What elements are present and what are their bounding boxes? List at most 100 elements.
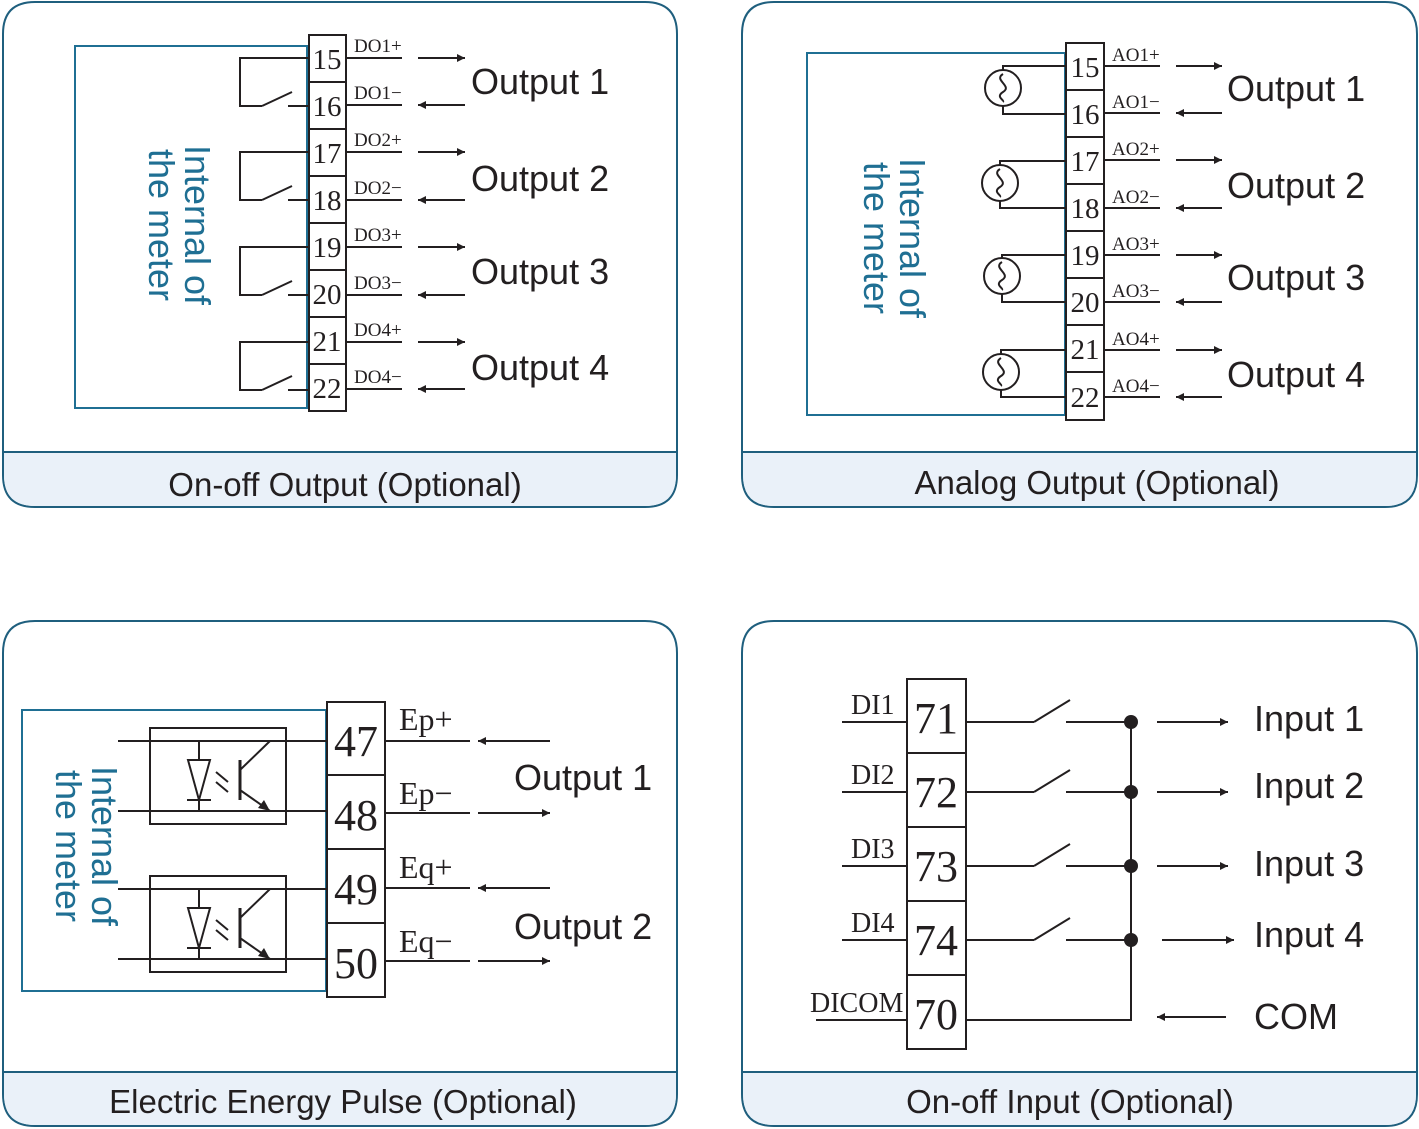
signal-label: DO1+ [354, 36, 402, 57]
terminal-number: 16 [313, 91, 342, 123]
terminal-number: 74 [914, 916, 958, 965]
terminal-19 [308, 222, 347, 271]
terminal-72 [906, 752, 967, 828]
optocoupler-1 [118, 727, 327, 825]
terminal-number: 47 [334, 717, 378, 766]
caption-bar [4, 1073, 676, 1125]
output-label: Output 2 [1227, 165, 1365, 206]
output-label: Output 2 [471, 158, 609, 199]
signal-label: AO4− [1112, 376, 1160, 397]
signal-label: DI4 [851, 908, 895, 939]
internal-label: Internal of the meter [856, 158, 933, 319]
signal-label: AO3+ [1112, 234, 1160, 255]
terminal-47 [326, 701, 386, 776]
current-source-4 [982, 349, 1066, 398]
signal-label: DICOM [810, 988, 903, 1019]
signal-label: DO2+ [354, 130, 402, 151]
caption-bar [743, 1073, 1416, 1125]
output-label: Output 1 [1227, 68, 1365, 109]
optocoupler-2 [118, 875, 327, 973]
terminal-number: 17 [313, 138, 342, 170]
internal-label-line-2: the meter [141, 149, 182, 301]
signal-label: DO1− [354, 83, 402, 104]
internal-label: Internal of the meter [48, 766, 125, 927]
terminal-number: 18 [313, 185, 342, 217]
signal-label: AO1− [1112, 92, 1160, 113]
panel-analog-output: Analog Output (Optional) Internal of the… [741, 1, 1418, 508]
terminal-number: 19 [313, 232, 342, 264]
terminal-number: 49 [334, 865, 378, 914]
internal-label: Internal of the meter [141, 145, 218, 306]
terminal-strip: 47 48 49 50 [326, 701, 386, 998]
relay-contact-3 [239, 246, 309, 296]
signal-arrows [418, 54, 465, 393]
signal-label: DO3− [354, 273, 402, 294]
signal-label: Ep+ [399, 701, 453, 737]
panel-energy-pulse: Electric Energy Pulse (Optional) Interna… [2, 620, 678, 1127]
relay-contact-4 [239, 341, 309, 391]
signal-label: Eq− [399, 923, 453, 959]
terminal-17 [308, 128, 347, 177]
input-label: Input 4 [1254, 914, 1364, 955]
internal-label-line-2: the meter [48, 770, 89, 922]
terminal-number: 22 [1071, 382, 1100, 414]
terminal-21 [308, 316, 347, 365]
current-source-1 [984, 65, 1066, 115]
internal-label-line-2: the meter [856, 162, 897, 314]
signal-label: Eq+ [399, 849, 453, 885]
terminal-number: 15 [313, 44, 342, 76]
output-label: Output 2 [514, 906, 652, 947]
terminal-number: 15 [1071, 52, 1100, 84]
relay-contact-1 [239, 57, 309, 107]
input-label: Input 1 [1254, 698, 1364, 739]
meter-internal-box [74, 45, 308, 409]
internal-label-line-1: Internal of [892, 158, 933, 319]
terminal-number: 22 [313, 373, 342, 405]
internal-label-line-1: Internal of [177, 145, 218, 306]
signal-label: AO3− [1112, 281, 1160, 302]
input-label: Input 3 [1254, 843, 1364, 884]
terminal-strip: 15 16 17 18 19 20 21 22 [308, 34, 347, 412]
terminal-number: 71 [914, 694, 958, 743]
signal-arrows [1176, 62, 1222, 401]
terminal-number: 16 [1071, 99, 1100, 131]
input-label: Input 2 [1254, 765, 1364, 806]
terminal-number: 20 [313, 279, 342, 311]
caption-bar [743, 453, 1416, 506]
terminal-16 [308, 81, 347, 130]
output-label: Output 3 [1227, 257, 1365, 298]
output-label: Output 3 [471, 251, 609, 292]
terminal-number: 48 [334, 791, 378, 840]
signal-label: DO3+ [354, 225, 402, 246]
signal-label: AO2− [1112, 187, 1160, 208]
signal-label: DI2 [851, 760, 895, 791]
terminal-73 [906, 826, 967, 902]
terminal-strip: 71 72 73 74 70 [906, 678, 967, 1050]
terminal-number: 17 [1071, 146, 1100, 178]
terminal-number: 72 [914, 768, 958, 817]
output-label: Output 4 [1227, 354, 1365, 395]
signal-arrows [1157, 718, 1234, 1021]
signal-label: DI1 [851, 690, 895, 721]
terminal-number: 18 [1071, 193, 1100, 225]
current-source-3 [983, 254, 1066, 303]
output-label: Output 1 [471, 61, 609, 102]
signal-lines: AO1+ AO1− AO2+ AO2− AO3+ AO3− AO4+ AO4− [1104, 45, 1160, 398]
panel-onoff-output: On-off Output (Optional) Internal of the… [2, 1, 678, 508]
internal-label-line-1: Internal of [84, 766, 125, 927]
terminal-number: 20 [1071, 287, 1100, 319]
signal-label: DO2− [354, 178, 402, 199]
terminal-50 [326, 922, 386, 998]
signal-label: AO2+ [1112, 139, 1160, 160]
signal-label: DO4+ [354, 320, 402, 341]
terminal-22 [308, 363, 347, 412]
relay-contact-2 [239, 151, 309, 201]
output-label: Output 4 [471, 347, 609, 388]
terminal-number: 73 [914, 842, 958, 891]
signal-label: AO1+ [1112, 45, 1160, 66]
signal-label: DO4− [354, 367, 402, 388]
output-label: Output 1 [514, 757, 652, 798]
signal-lines: DO1+ DO1− DO2+ DO2− DO3+ DO3− DO4+ DO4− [346, 36, 402, 390]
signal-arrows [478, 737, 550, 965]
